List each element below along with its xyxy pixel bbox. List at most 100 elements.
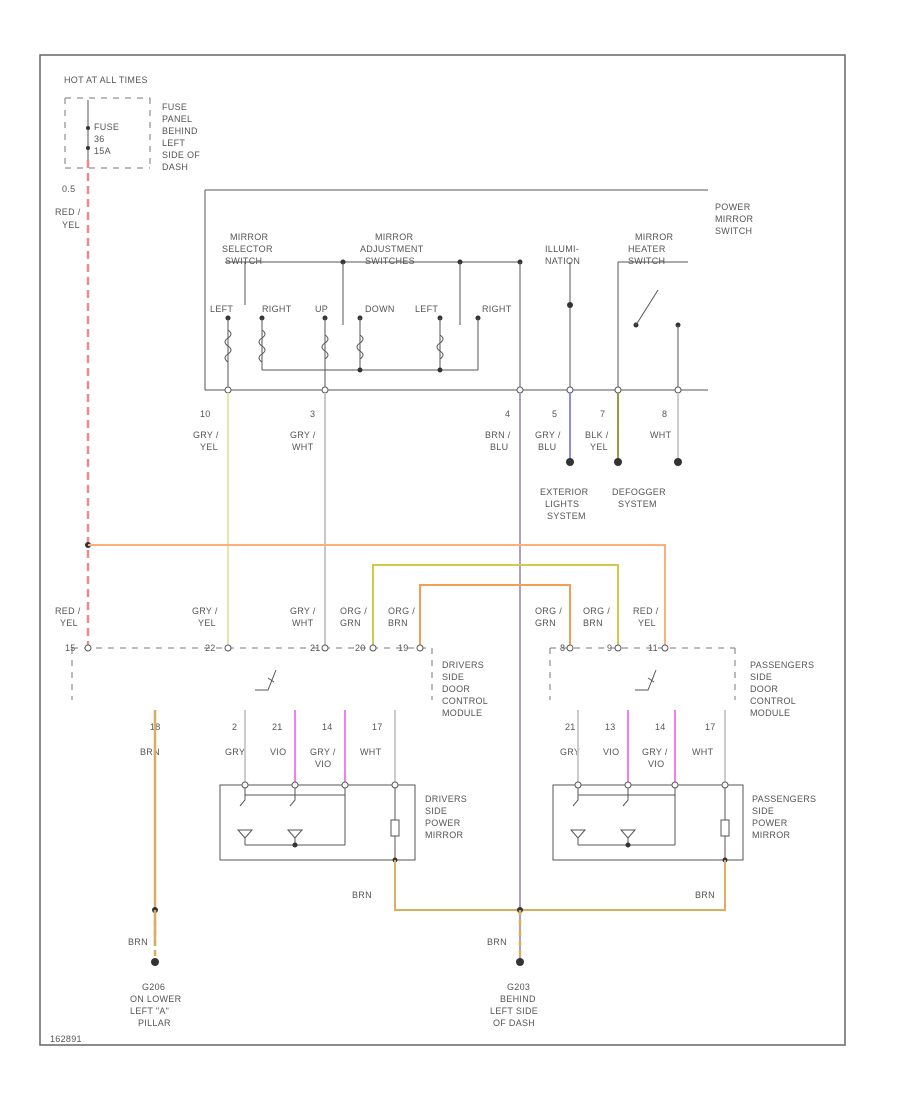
drv-pin-21: 21 [272,722,283,732]
wire-org-brn [419,584,571,645]
fuse-wire-color-1: RED / [55,207,81,217]
passenger-power-mirror: PASSENGERS SIDE POWER MIRROR [552,781,816,863]
g203-1: G203 [507,982,530,992]
dcm-wire-gry-yel-1: GRY / [192,606,218,616]
switch-pin-5: 5 [552,409,557,419]
drivers-module-3: DOOR [442,684,470,694]
hot-at-label: HOT AT ALL TIMES [64,75,148,85]
selector-label-3: SWITCH [225,256,262,266]
pass-pin-14: 14 [655,722,666,732]
pass-wire-gry: GRY [560,747,580,757]
switch-pin-10-wire-2: YEL [200,442,218,452]
fuse-panel-1: FUSE [162,102,187,112]
switch-pin-8: 8 [662,409,667,419]
wire-org-grn [372,564,619,645]
pcm-wire-org-brn-1: ORG / [583,606,610,616]
drv-pin-2: 2 [232,722,237,732]
sw-left-2: LEFT [415,304,438,314]
switch-pin-3-wire-2: WHT [292,442,314,452]
sw-left-1: LEFT [210,304,233,314]
sw-right-2: RIGHT [482,304,512,314]
drv-wire-gry: GRY [225,747,245,757]
switch-title-3: SWITCH [715,226,752,236]
brn-label-g203: BRN [487,937,507,947]
sw-up: UP [315,304,328,314]
selector-label-1: MIRROR [230,232,268,242]
illum-label-2: NATION [545,256,580,266]
fuse-panel-2: PANEL [162,114,192,124]
pass-module-1: PASSENGERS [750,660,814,670]
drivers-door-module: DRIVERS SIDE DOOR CONTROL MODULE [71,644,488,718]
switch-pin-7: 7 [600,409,605,419]
drivers-module-1: DRIVERS [442,660,484,670]
pass-module-3: DOOR [750,684,778,694]
fuse-label-2: 36 [94,134,105,144]
drv-wire-gry-vio-1: GRY / [310,747,336,757]
fuse-label-3: 15A [94,146,111,156]
pass-pin-17: 17 [705,722,716,732]
pass-mirror-1: PASSENGERS [752,794,816,804]
fuse-wire-size: 0.5 [62,184,75,194]
pcm-wire-org-brn-2: BRN [583,618,603,628]
pass-wire-vio: VIO [603,747,619,757]
switch-title-2: MIRROR [715,214,753,224]
drv-pin-14: 14 [322,722,333,732]
drv-wire-wht: WHT [360,747,382,757]
switch-pin-7-wire-2: YEL [590,442,608,452]
g203-3: LEFT SIDE [490,1006,538,1016]
dcm-wire-gry-wht-2: WHT [292,618,314,628]
diagram-frame [39,54,846,1046]
drivers-module-5: MODULE [442,708,482,718]
pass-wire-wht: WHT [692,747,714,757]
sw-down: DOWN [365,304,395,314]
adjust-label-2: ADJUSTMENT [360,244,424,254]
illum-label-1: ILLUMI- [545,244,579,254]
switch-pin-labels: 10 GRY / YEL 3 GRY / WHT 4 BRN / BLU 5 G… [193,409,672,452]
exterior-lights-1: EXTERIOR [540,487,589,497]
pass-module-2: SIDE [750,672,772,682]
drv-wire-gry-vio-2: VIO [315,759,331,769]
pcm-wire-org-grn-2: GRN [535,618,556,628]
switch-pin-8-wire: WHT [650,430,672,440]
pass-mirror-2: SIDE [752,806,774,816]
pcm-top-labels: ORG / GRN 8 ORG / BRN 9 RED / YEL 11 [535,606,659,653]
dcm-pin-15: 15 [65,643,76,653]
wire-red-org-cross [88,544,666,645]
g206-3: LEFT "A" [130,1006,169,1016]
heater-label-3: SWITCH [628,256,665,266]
drivers-module-2: SIDE [442,672,464,682]
switch-pin-5-wire-1: GRY / [535,430,561,440]
dcm-top-labels: RED / YEL 15 GRY / YEL 22 GRY / WHT 21 O… [55,606,415,653]
g206-4: PILLAR [138,1018,171,1028]
drivers-mirror-2: SIDE [425,806,447,816]
g206-2: ON LOWER [130,994,182,1004]
brn-label-left-mirror: BRN [352,890,372,900]
selector-label-2: SELECTOR [222,244,273,254]
exterior-lights-2: LIGHTS [545,499,579,509]
fuse-panel-4: LEFT [162,138,185,148]
dcm-pin-19: 19 [398,643,409,653]
brn-label-g206: BRN [128,937,148,947]
heater-label-2: HEATER [628,244,666,254]
switch-pin-4: 4 [505,409,510,419]
drv-pin-17: 17 [372,722,383,732]
drivers-module-4: CONTROL [442,696,488,706]
g206-1: G206 [142,982,165,992]
pass-pin-13: 13 [605,722,616,732]
dcm-wire-gry-wht-1: GRY / [290,606,316,616]
fuse-block: HOT AT ALL TIMES FUSE 36 15A FUSE PANEL … [55,75,200,230]
dcm-wire-org-grn-1: ORG / [340,606,367,616]
pcm-pin-11: 11 [648,643,658,653]
switch-pin-10: 10 [200,409,211,419]
pcm-wire-red-yel-1: RED / [633,606,659,616]
dcm-wire-red-yel-2: YEL [60,618,78,628]
drivers-power-mirror: DRIVERS SIDE POWER MIRROR [219,781,467,863]
brn-label-right-mirror: BRN [695,890,715,900]
pass-mirror-3: POWER [752,818,788,828]
drivers-mirror-1: DRIVERS [425,794,467,804]
pass-mirror-4: MIRROR [752,830,790,840]
pass-pin-21: 21 [565,722,576,732]
pass-wire-gry-vio-2: VIO [648,759,664,769]
drv-wire-vio: VIO [270,747,286,757]
fuse-panel-3: BEHIND [162,126,198,136]
